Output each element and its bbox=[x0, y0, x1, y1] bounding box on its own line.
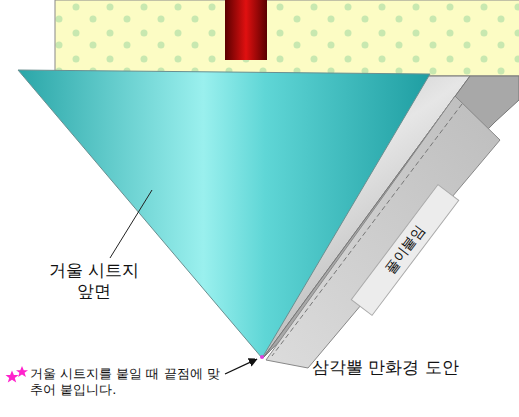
end-point bbox=[260, 355, 264, 359]
top-band-outline bbox=[55, 0, 519, 76]
part-label: 삼각뿔 만화경 도안 bbox=[312, 357, 512, 378]
red-cylinder bbox=[225, 0, 267, 60]
mirror-sheet bbox=[18, 70, 430, 358]
star-symbols bbox=[5, 366, 28, 383]
top-band bbox=[55, 0, 519, 76]
part-label: 거울 시트지 앞면 bbox=[40, 260, 148, 303]
note-text: 거울 시트지를 붙일 때 끝점에 맞추어 붙입니다. bbox=[30, 366, 222, 399]
glue-label-box bbox=[351, 185, 458, 316]
leader-line bbox=[110, 190, 152, 258]
pointer-arrow bbox=[225, 359, 257, 374]
dot-texture bbox=[55, 0, 519, 76]
